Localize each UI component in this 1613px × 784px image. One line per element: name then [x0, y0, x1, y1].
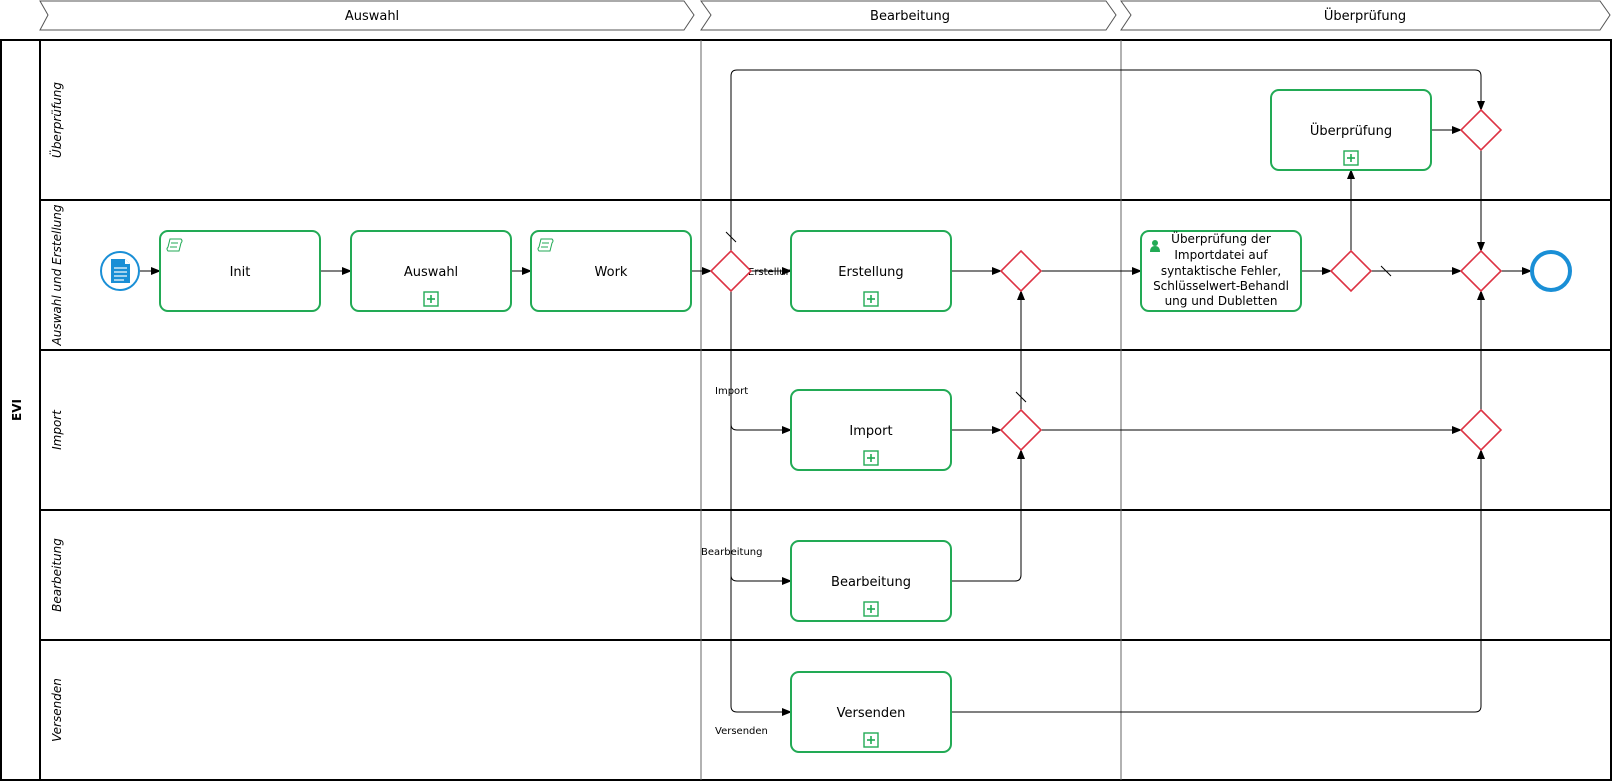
task-work[interactable]: Work	[530, 230, 692, 312]
task-init-label: Init	[230, 265, 251, 280]
script-icon	[537, 238, 554, 252]
task-bearbeitung[interactable]: Bearbeitung	[790, 540, 952, 622]
pool-evi: EVI	[0, 39, 1612, 781]
lane-bearbeitung-label[interactable]: Bearbeitung	[50, 538, 64, 612]
default-flow-marker	[1015, 391, 1027, 403]
edge-label-versenden: Versenden	[715, 726, 768, 737]
gateway-split-work[interactable]	[709, 249, 753, 293]
task-work-label: Work	[595, 265, 628, 280]
document-icon	[111, 259, 130, 283]
subprocess-plus-icon	[863, 450, 879, 466]
edge-labels: Erstellung Import Bearbeitung Versenden	[701, 267, 798, 737]
script-icon	[166, 238, 183, 252]
task-pruefung-line-2: Importdatei auf	[1174, 248, 1268, 262]
flow-bearbeitung-join[interactable]	[951, 449, 1025, 582]
lane-versenden-label[interactable]: Versenden	[50, 678, 64, 742]
lane-auswahl-erstellung-label[interactable]: Auswahl und Erstellung	[50, 204, 64, 346]
task-erstellung[interactable]: Erstellung	[790, 230, 952, 312]
gateway-join-import[interactable]	[999, 408, 1043, 452]
task-pruefung-importdatei[interactable]: Überprüfung der Importdatei auf syntakti…	[1140, 230, 1302, 312]
gateway-join-erstellung[interactable]	[999, 249, 1043, 293]
task-pruefung-line-5: ung und Dubletten	[1165, 294, 1278, 308]
task-pruefung-line-3: syntaktische Fehler,	[1161, 264, 1281, 278]
edge-label-import: Import	[715, 386, 748, 397]
phase-auswahl-label: Auswahl	[345, 9, 399, 24]
subprocess-plus-icon	[863, 291, 879, 307]
subprocess-plus-icon	[1343, 150, 1359, 166]
task-pruefung-line-1: Überprüfung der	[1171, 230, 1271, 246]
lane-labels: Überprüfung Auswahl und Erstellung Impor…	[48, 82, 64, 742]
pool-label: EVI	[10, 399, 24, 421]
default-flow-marker	[1380, 265, 1392, 277]
task-auswahl[interactable]: Auswahl	[350, 230, 512, 312]
gateway-pruefung[interactable]	[1329, 249, 1373, 293]
phase-header: Auswahl Bearbeitung Überprüfung	[39, 0, 1611, 31]
task-bearbeitung-label: Bearbeitung	[831, 575, 911, 590]
task-auswahl-label: Auswahl	[404, 265, 458, 280]
phase-ueberpruefung[interactable]	[1120, 0, 1611, 31]
flow-gateway-ueberpruefung-gateway[interactable]	[730, 69, 1485, 251]
task-versenden[interactable]: Versenden	[790, 671, 952, 753]
flow-gateway-versenden[interactable]	[730, 291, 792, 716]
subprocess-plus-icon	[863, 601, 879, 617]
task-erstellung-label: Erstellung	[838, 265, 903, 280]
gateway-ueberpruefung[interactable]	[1459, 108, 1503, 152]
phase-ueberpruefung-label: Überprüfung	[1324, 7, 1406, 24]
flow-gateway-import[interactable]	[730, 291, 792, 434]
task-ueberpruefung[interactable]: Überprüfung	[1270, 89, 1432, 171]
sequence-flows	[140, 69, 1532, 716]
flow-versenden-join[interactable]	[951, 449, 1485, 713]
edge-label-bearbeitung: Bearbeitung	[701, 547, 762, 558]
edge-label-erstellung: Erstellung	[748, 267, 798, 278]
subprocess-plus-icon	[423, 291, 439, 307]
gateways	[709, 108, 1503, 452]
phase-separators	[700, 40, 1122, 780]
subprocess-plus-icon	[863, 732, 879, 748]
lane-dividers	[40, 199, 1611, 641]
task-pruefung-line-4: Schlüsselwert-Behandl	[1153, 279, 1289, 293]
phase-auswahl[interactable]	[39, 0, 695, 31]
end-event[interactable]	[1530, 250, 1572, 292]
task-import[interactable]: Import	[790, 389, 952, 471]
start-event[interactable]	[100, 251, 140, 291]
task-ueberpruefung-label: Überprüfung	[1310, 122, 1392, 139]
lane-import-label[interactable]: Import	[50, 409, 64, 450]
user-icon	[1150, 240, 1160, 252]
task-import-label: Import	[849, 424, 892, 439]
phase-bearbeitung-label: Bearbeitung	[870, 9, 950, 24]
task-init[interactable]: Init	[159, 230, 321, 312]
phase-bearbeitung[interactable]	[700, 0, 1117, 31]
flow-gateway-bearbeitung[interactable]	[730, 291, 792, 585]
default-flow-marker	[725, 231, 737, 243]
lane-ueberpruefung-label[interactable]: Überprüfung	[48, 82, 64, 158]
task-versenden-label: Versenden	[837, 706, 906, 721]
gateway-import-final[interactable]	[1459, 408, 1503, 452]
gateway-final-join[interactable]	[1459, 249, 1503, 293]
